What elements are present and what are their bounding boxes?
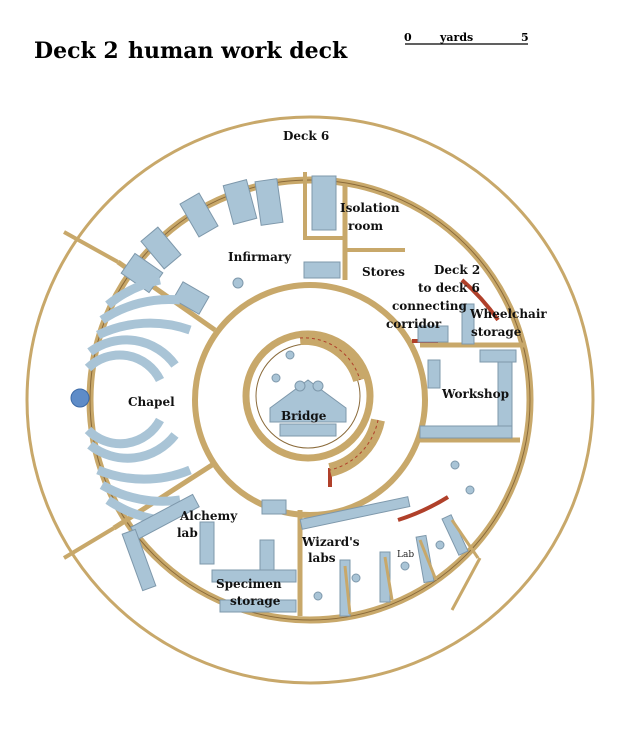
label-corridor-3: connecting	[392, 299, 468, 313]
chapel-window	[70, 388, 90, 408]
label-deck6: Deck 6	[283, 129, 329, 143]
label-isolation-2: room	[348, 219, 383, 233]
isolation-room-walls	[303, 172, 405, 252]
label-alchemy-2: lab	[177, 526, 198, 540]
label-alchemy-1: Alchemy	[179, 509, 238, 523]
hull-strut-bottom-right	[450, 557, 482, 611]
label-specimen-2: storage	[230, 594, 281, 608]
wheelchair-storage-shelves	[417, 303, 475, 345]
wizards-lab-desks	[299, 496, 469, 617]
label-isolation-1: Isolation	[340, 201, 400, 215]
label-specimen-1: Specimen	[216, 577, 282, 591]
label-workshop: Workshop	[441, 387, 509, 401]
wizards-lab-partitions	[343, 519, 480, 615]
specimen-shelves	[211, 569, 297, 613]
chapel-pews-inner	[84, 335, 179, 463]
workshop-benches	[419, 349, 517, 439]
label-corridor-2: to deck 6	[418, 281, 480, 295]
label-bridge: Bridge	[281, 409, 327, 423]
outer-hull-ring	[25, 115, 595, 685]
label-corridor-4: corridor	[386, 317, 442, 331]
label-wheelchair-2: storage	[471, 325, 522, 339]
infirmary-beds	[120, 175, 341, 315]
label-wheelchair-1: Wheelchair	[469, 307, 547, 321]
label-lab: Lab	[397, 550, 414, 560]
scale-start: 0	[404, 31, 412, 44]
scale-bar: 0 yards 5	[404, 31, 529, 45]
hull-strut-top-left	[63, 230, 119, 264]
hull-strut-bottom-left	[62, 526, 116, 560]
deck-name: human work deck	[128, 38, 348, 64]
scale-unit: yards	[439, 31, 473, 44]
label-stores: Stores	[362, 265, 405, 279]
label-wizards-1: Wizard's	[301, 535, 360, 549]
deck-number: Deck 2	[34, 38, 119, 64]
scale-end: 5	[521, 31, 529, 44]
infirmary-chair-icon	[232, 277, 244, 289]
bridge-core	[242, 330, 385, 477]
label-infirmary: Infirmary	[228, 250, 292, 264]
label-corridor-1: Deck 2	[434, 263, 480, 277]
label-chapel: Chapel	[128, 395, 175, 409]
label-wizards-2: labs	[308, 551, 336, 565]
